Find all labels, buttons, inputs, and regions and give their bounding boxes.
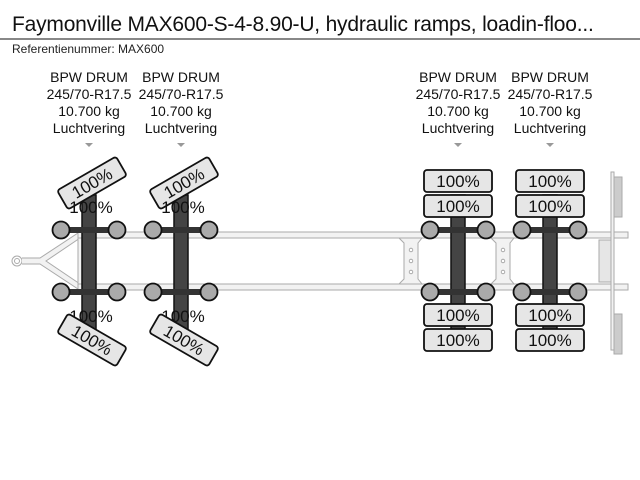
axle-brake: BPW DRUM (511, 69, 589, 85)
tire[interactable]: 100% (515, 328, 585, 352)
tire-condition: 100% (436, 331, 479, 350)
reference-number: Referentienummer: MAX600 (12, 42, 165, 56)
wheel-hub (199, 220, 219, 240)
axle-4-info: BPW DRUM 245/70-R17.5 10.700 kg Luchtver… (495, 69, 605, 147)
tire[interactable]: 100% (423, 169, 493, 193)
tire[interactable]: 100% (515, 194, 585, 218)
tire-condition: 100% (528, 331, 571, 350)
axle-2: 100%100%100%100% (143, 156, 219, 367)
axle-load: 10.700 kg (150, 103, 212, 119)
hub-bar (520, 227, 580, 233)
tire[interactable]: 100% (161, 198, 204, 217)
hub-bar (151, 289, 211, 295)
title-divider (0, 38, 640, 40)
tire-condition: 100% (528, 172, 571, 191)
wheel-hub (51, 282, 71, 302)
wheel-hub (199, 282, 219, 302)
wheel-hub (51, 220, 71, 240)
axle-2-info: BPW DRUM 245/70-R17.5 10.700 kg Luchtver… (126, 69, 236, 147)
drawbar (11, 232, 81, 290)
wheel-hub (420, 282, 440, 302)
tire[interactable]: 100% (69, 198, 112, 217)
tire[interactable]: 100% (423, 194, 493, 218)
chassis-holes (408, 247, 506, 275)
hub-bar (59, 289, 119, 295)
axle-tire-size: 245/70-R17.5 (46, 86, 132, 102)
tire-condition: 100% (161, 198, 204, 217)
tire-condition: 100% (436, 197, 479, 216)
axle-1: 100%100%100%100% (51, 156, 127, 367)
wheel-hub (476, 282, 496, 302)
axle-tire-size: 245/70-R17.5 (507, 86, 593, 102)
hub-bar (151, 227, 211, 233)
tire[interactable]: 100% (423, 328, 493, 352)
wheel-hub (420, 220, 440, 240)
wheel-hub (107, 220, 127, 240)
axle-load: 10.700 kg (58, 103, 120, 119)
wheel-hub (143, 220, 163, 240)
caret-down-icon[interactable] (454, 143, 462, 147)
axle-brake: BPW DRUM (419, 69, 497, 85)
wheel-hub (476, 220, 496, 240)
axle-3-info: BPW DRUM 245/70-R17.5 10.700 kg Luchtver… (403, 69, 513, 147)
axle-suspension: Luchtvering (513, 120, 587, 136)
axle-4: 100% 100% 100% 100% (512, 169, 588, 352)
hub-bar (520, 289, 580, 295)
tire-condition: 100% (528, 197, 571, 216)
caret-down-icon[interactable] (85, 143, 93, 147)
axle-1-info: BPW DRUM 245/70-R17.5 10.700 kg Luchtver… (34, 69, 144, 147)
tire[interactable]: 100% (423, 303, 493, 327)
tire[interactable]: 100% (515, 303, 585, 327)
wheel-hub (143, 282, 163, 302)
page-title: Faymonville MAX600-S-4-8.90-U, hydraulic… (12, 13, 594, 36)
wheel-hub (568, 282, 588, 302)
caret-down-icon[interactable] (546, 143, 554, 147)
axle-suspension: Luchtvering (421, 120, 495, 136)
tire-condition: 100% (436, 306, 479, 325)
wheel-hub (512, 220, 532, 240)
tire[interactable]: 100% (515, 169, 585, 193)
axle-load: 10.700 kg (427, 103, 489, 119)
tire-condition: 100% (436, 172, 479, 191)
axle-brake: BPW DRUM (142, 69, 220, 85)
wheel-hub (107, 282, 127, 302)
axle-tire-size: 245/70-R17.5 (415, 86, 501, 102)
axle-3: 100% 100% 100% 100% (420, 169, 496, 352)
axle-brake: BPW DRUM (50, 69, 128, 85)
wheel-hub (568, 220, 588, 240)
tire-condition: 100% (528, 306, 571, 325)
axle-suspension: Luchtvering (144, 120, 218, 136)
hub-bar (428, 227, 488, 233)
axle-suspension: Luchtvering (52, 120, 126, 136)
axle-load: 10.700 kg (519, 103, 581, 119)
axle-tire-size: 245/70-R17.5 (138, 86, 224, 102)
caret-down-icon[interactable] (177, 143, 185, 147)
wheel-hub (512, 282, 532, 302)
hub-bar (59, 227, 119, 233)
tire-condition: 100% (69, 198, 112, 217)
hub-bar (428, 289, 488, 295)
